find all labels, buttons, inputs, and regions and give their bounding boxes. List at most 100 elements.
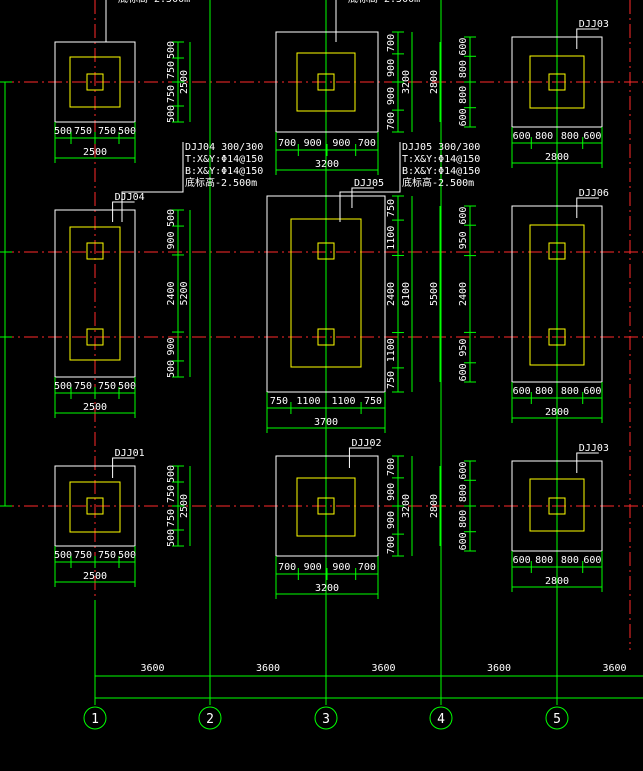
axis-bubble [198,706,222,730]
dimension-text: 750 [386,199,397,217]
label-leader [576,197,599,218]
dimension-text: 1100 [386,338,397,362]
column-outline [548,73,566,91]
foundation-label: DJJ03 [579,443,609,454]
dimension-text: 2400 [386,282,397,306]
dimension-text: 700 [278,562,296,573]
total-dimension-text: 2500 [83,147,107,158]
dimension-text: 600 [513,131,531,142]
span-text: 3600 [140,663,164,674]
dimension-text: 750 [166,61,177,79]
dimension-text: 900 [386,87,397,105]
dimension-text: 500 [54,550,72,561]
note-djj04_note: DJJ04 300/300T:X&Y:Φ14@150B:X&Y:Φ14@150底… [121,142,263,222]
extra-dimension-text: 5500 [429,282,440,306]
foundation-djj01_top [54,41,136,123]
axis-label-3: 3 [322,712,330,727]
total-dimension-text: 2500 [83,402,107,413]
dimension-text: 600 [458,38,469,56]
dimension-text: 900 [386,511,397,529]
foundation-label: DJJ06 [579,188,609,199]
total-dimension-text: 5200 [179,281,190,305]
foundation-inner-outline [529,478,585,532]
dimension-text: 800 [561,555,579,566]
axis-label-4: 4 [437,712,445,727]
axis-label-2: 2 [206,712,214,727]
dimension-text: 600 [583,131,601,142]
dimension-text: 750 [270,396,288,407]
extra-dimension-text: 2800 [429,494,440,518]
dimension-text: 500 [166,465,177,483]
foundation-inner-outline [290,218,362,368]
dimension-text: 500 [166,209,177,227]
note-line: 底标高-2.500m [402,176,474,189]
dimension-text: 500 [166,41,177,59]
span-text: 3600 [256,663,280,674]
dimension-text: 800 [458,484,469,502]
label-leader [576,452,599,473]
foundation-djj02_top [275,31,379,133]
dimension-text: 800 [458,60,469,78]
dimension-text: 700 [358,562,376,573]
total-dimension-text: 3200 [315,583,339,594]
foundation-inner-outline [69,226,121,361]
foundation-label: DJJ05 [354,178,384,189]
dimension-text: 750 [98,126,116,137]
dimension-text: 600 [583,386,601,397]
dimension-text: 500 [166,360,177,378]
label-leader [348,447,372,468]
dimension-text: 800 [458,86,469,104]
dimension-text: 2400 [166,281,177,305]
note-leader [121,142,184,222]
dimension-text: 2400 [458,282,469,306]
dimension-text: 900 [166,337,177,355]
foundation-inner-outline [529,55,585,109]
total-dimension-text: 3200 [315,159,339,170]
dimension-text: 700 [278,138,296,149]
top-partial-text: 底标高-2.500m [348,0,420,5]
foundation-label: DJJ01 [115,448,145,459]
dimension-text: 600 [458,108,469,126]
span-text: 3600 [371,663,395,674]
foundation-inner-outline [69,481,121,533]
dimension-text: 600 [583,555,601,566]
column-outline [317,242,335,260]
column-outline [548,328,566,346]
foundation-label: DJJ04 [115,192,145,203]
foundation-outer-outline [54,209,136,378]
dimension-text: 700 [386,536,397,554]
axis-bubble [429,706,453,730]
dimension-text: 800 [458,510,469,528]
grid-lines [0,0,643,705]
dimension-text: 950 [458,339,469,357]
dimension-text: 750 [364,396,382,407]
foundation-inner-outline [296,52,356,112]
dimension-text: 1100 [386,226,397,250]
dimensions: 500 750 750 500 2500 500 750 750 500 2500 700 900 90… [54,31,603,599]
dimension-text: 900 [386,59,397,77]
dimension-text: 900 [166,231,177,249]
dimension-text: 750 [166,85,177,103]
span-text: 3600 [602,663,626,674]
foundation-outer-outline [511,205,603,383]
dimension-text: 700 [386,458,397,476]
dimension-text: 750 [74,381,92,392]
dimension-text: 750 [386,371,397,389]
dimension-text: 800 [561,386,579,397]
column-outline [317,497,335,515]
total-dimension-text: 3200 [401,494,412,518]
dimension-text: 900 [386,483,397,501]
dimension-text: 750 [74,126,92,137]
dimension-text: 800 [535,131,553,142]
column-outline [86,328,104,346]
dimension-text: 1100 [331,396,355,407]
